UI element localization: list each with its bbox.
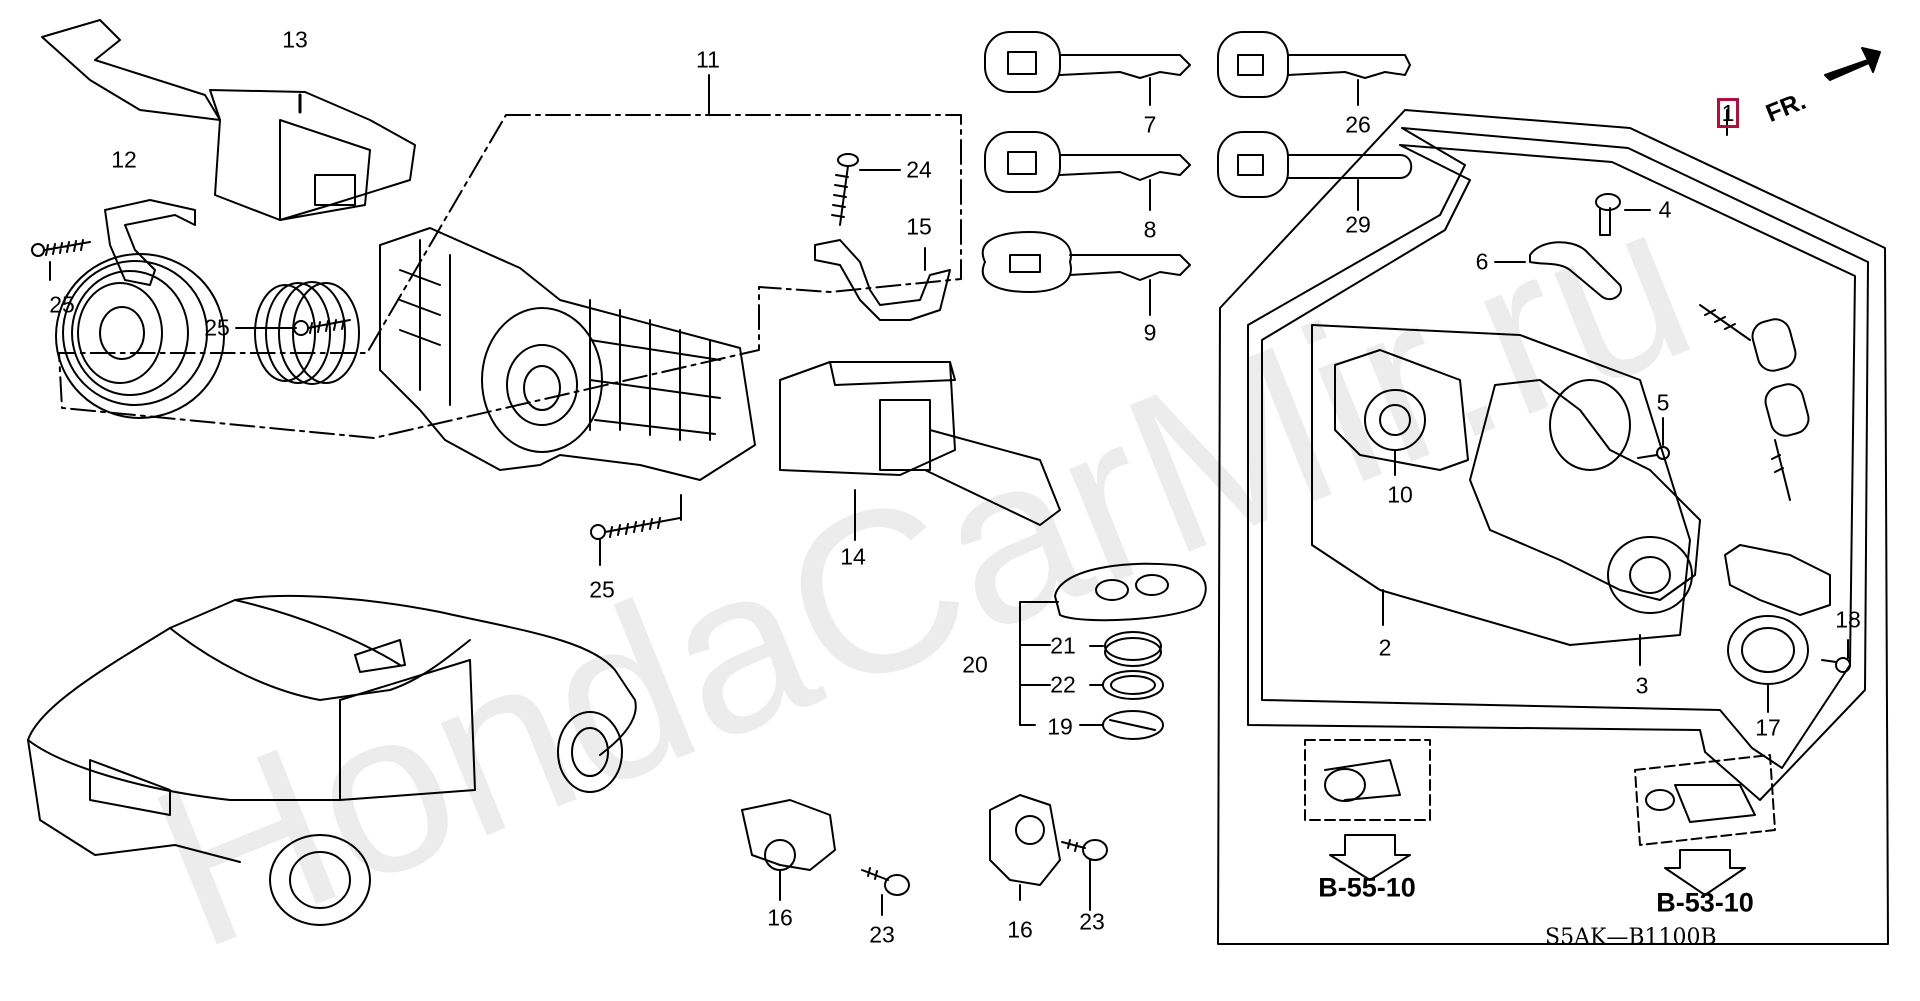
battery-21 [1104, 631, 1162, 667]
part-label-4[interactable]: 4 [1658, 196, 1672, 223]
part-label-25a[interactable]: 25 [49, 291, 75, 318]
screw-18 [1821, 639, 1851, 673]
part-label-14[interactable]: 14 [840, 543, 866, 570]
screw-25-mid [293, 318, 351, 336]
part-label-23a[interactable]: 23 [869, 921, 895, 948]
part-label-3[interactable]: 3 [1635, 672, 1649, 699]
section-ref-b55-10[interactable]: B-55-10 [1318, 872, 1416, 903]
assembly-outline-1-outer [1217, 109, 1889, 945]
assembly-outline-11 [58, 114, 962, 439]
lighting-switch-14 [779, 361, 1061, 541]
part-label-25c[interactable]: 25 [589, 576, 615, 603]
screw-5 [1637, 417, 1670, 460]
part-label-2[interactable]: 2 [1378, 634, 1392, 661]
part-label-18[interactable]: 18 [1835, 606, 1861, 633]
part-label-7[interactable]: 7 [1143, 111, 1157, 138]
part-label-19[interactable]: 19 [1047, 713, 1073, 740]
part-label-22[interactable]: 22 [1050, 671, 1076, 698]
spiral-springs [254, 281, 360, 385]
part-label-11[interactable]: 11 [696, 46, 720, 73]
combination-switch-body [379, 227, 756, 481]
wiper-switch-13 [41, 19, 416, 221]
screw-24 [831, 153, 859, 226]
lock-cylinder-10 [1334, 349, 1469, 476]
switch-16-left [741, 799, 836, 901]
part-label-23b[interactable]: 23 [1079, 908, 1105, 935]
key-26 [1217, 31, 1411, 106]
part-label-12[interactable]: 12 [111, 146, 137, 173]
key-9 [981, 231, 1191, 316]
part-label-8[interactable]: 8 [1143, 216, 1157, 243]
parts-diagram: HondaCarMir.ru FR. 1 13 12 25 25 11 24 1… [27, 19, 1889, 997]
assembly-outline-1-inner2 [1261, 144, 1856, 769]
key-29 [1217, 131, 1413, 211]
part-label-25b[interactable]: 25 [204, 314, 230, 341]
part-label-6[interactable]: 6 [1475, 248, 1489, 275]
section-ref-b53-10[interactable]: B-53-10 [1656, 887, 1754, 918]
cover-19 [1102, 710, 1164, 740]
bracket-12 [104, 199, 196, 286]
switch-16-right [989, 794, 1061, 901]
part-label-21[interactable]: 21 [1050, 632, 1076, 659]
part-label-29[interactable]: 29 [1345, 211, 1371, 238]
part-label-24[interactable]: 24 [906, 156, 932, 183]
cable-reel [55, 253, 225, 419]
screw-25-bottom [590, 517, 681, 540]
part-label-5[interactable]: 5 [1656, 389, 1670, 416]
steering-lock-body [1469, 379, 1701, 614]
key-set-in-assembly [1699, 304, 1810, 501]
part-label-26[interactable]: 26 [1345, 111, 1371, 138]
assembly-outline-1-inner [1247, 127, 1869, 801]
part-label-20[interactable]: 20 [962, 651, 988, 678]
diagram-drawing [27, 19, 1889, 945]
part-label-10[interactable]: 10 [1387, 481, 1413, 508]
part-1-highlight-box[interactable]: 1 [1717, 98, 1739, 128]
gasket-22 [1102, 670, 1164, 700]
part-label-17[interactable]: 17 [1755, 714, 1781, 741]
bolt-4 [1595, 193, 1651, 236]
part-label-16a[interactable]: 16 [767, 904, 793, 931]
part-label-16b[interactable]: 16 [1007, 916, 1033, 943]
screw-25-top-left [31, 239, 91, 257]
car-illustration [27, 594, 637, 926]
screw-23-left [861, 867, 910, 916]
keyless-remote [1054, 562, 1207, 622]
ref-box-b55 [1304, 739, 1431, 881]
screw-23-right [1061, 839, 1108, 911]
front-arrow [1824, 47, 1881, 81]
key-8 [984, 131, 1191, 211]
key-7 [984, 31, 1191, 106]
bracket-15 [814, 239, 951, 321]
clamp-6 [1494, 241, 1622, 301]
drawing-code: S5AK—B1100B [1545, 925, 1717, 950]
immobilizer-17 [1724, 544, 1831, 713]
part-label-15[interactable]: 15 [906, 213, 932, 240]
assembly-outline-2 [1311, 324, 1691, 646]
ref-box-b53 [1634, 754, 1776, 896]
part-1-label: 1 [1721, 99, 1735, 126]
part-label-9[interactable]: 9 [1143, 319, 1157, 346]
part-label-13[interactable]: 13 [282, 26, 308, 53]
